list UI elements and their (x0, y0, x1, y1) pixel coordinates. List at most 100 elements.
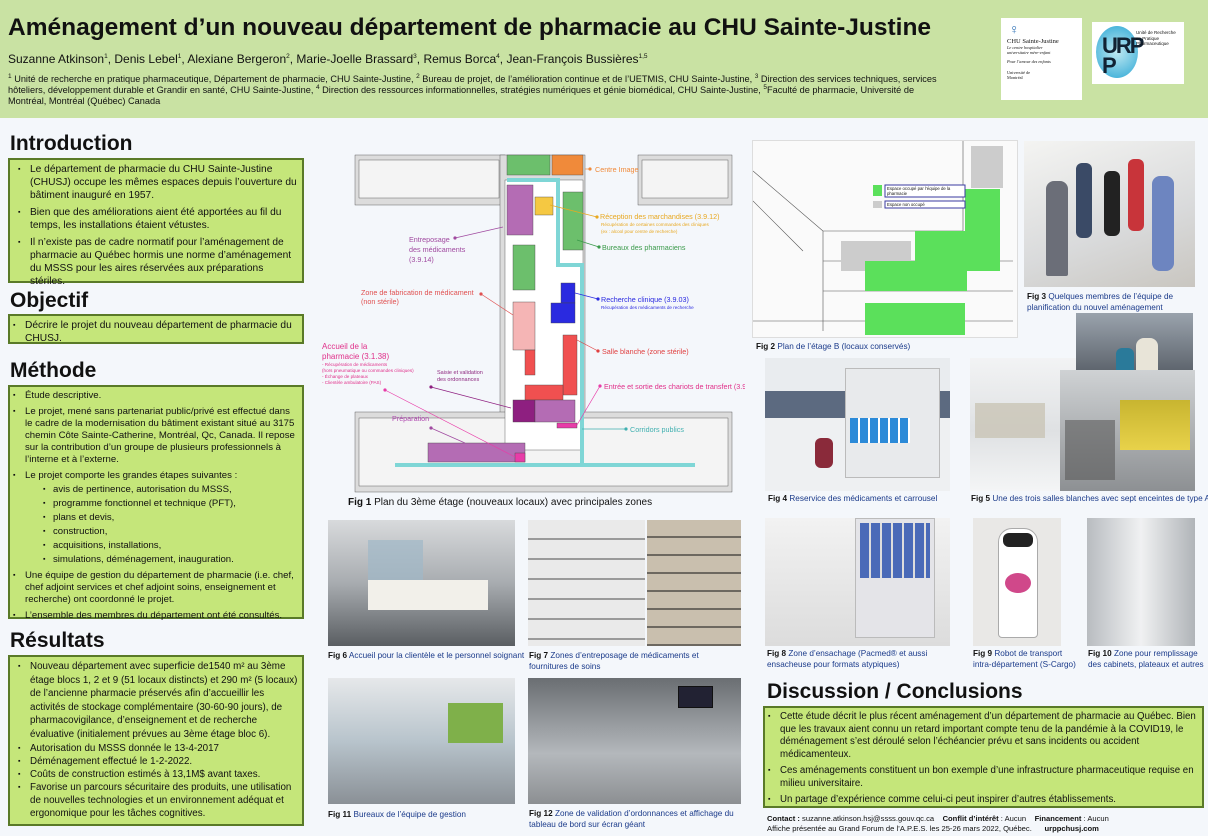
plan-leader-line (574, 292, 599, 300)
plan-label: Préparation (392, 414, 430, 423)
figure-number: Fig 9 (973, 649, 993, 658)
figure-number: Fig 8 (767, 649, 787, 658)
plan-leader-dot (597, 245, 601, 249)
floor-plan-svg (354, 154, 733, 493)
logo-text: Le centre hospitalier (1007, 45, 1043, 50)
section-heading: Introduction (10, 132, 133, 155)
footer-label: Financement (1034, 814, 1082, 823)
step: acquisitions, installations, (25, 540, 298, 552)
caption-text: Zone d’ensachage (Pacmed® et aussi ensac… (767, 649, 928, 669)
footer-value: : Aucun (1081, 814, 1109, 823)
section-heading: Objectif (10, 289, 89, 312)
bullet: Déménagement effectué le 1-2-2022. (18, 755, 298, 768)
author-list: Suzanne Atkinson1, Denis Lebel1, Alexian… (8, 52, 648, 66)
step: simulations, déménagement, inauguration. (25, 554, 298, 566)
plan-label-line: (non stérile) (361, 297, 399, 306)
plan-rooms (641, 159, 729, 199)
affil-sup: 3 (754, 72, 759, 80)
affil-sup: 4 (315, 83, 320, 91)
introduction-box: Le département de pharmacie du CHU Saint… (8, 158, 304, 287)
plan-leader-dot (595, 215, 599, 219)
plan-leader-line (480, 293, 514, 316)
footer-label: Contact : (767, 814, 800, 823)
author-sup: 4 (496, 53, 500, 60)
zone-chariots (556, 422, 578, 429)
zone-saisie (512, 399, 536, 423)
zone-red (524, 349, 536, 376)
author-sup: 2 (286, 53, 290, 60)
figure-number: Fig 6 (328, 651, 348, 660)
author: Marie-Joelle Brassard (296, 52, 414, 66)
plan-leader-line (430, 386, 512, 409)
affiliation: Direction des services techniques, servi… (8, 74, 937, 95)
logo-text: Université de Montréal (1007, 70, 1031, 80)
zone-preparation (427, 442, 526, 463)
plan-label: Réception des marchandises (3.9.12) (600, 212, 720, 221)
plan-label: Bureaux des pharmaciens (602, 243, 686, 252)
bullet: Le département de pharmacie du CHU Saint… (18, 163, 298, 202)
affil-sup: 1 (8, 72, 12, 80)
floor-plan-b-svg (752, 141, 1013, 335)
figure-caption: Fig 12 Zone de validation d’ordonnances … (529, 808, 739, 830)
plan-leader-dot (596, 297, 600, 301)
caption-text: Une des trois salles blanches avec sept … (990, 494, 1208, 503)
logo-text: Pour l’amour des enfants (1007, 59, 1051, 64)
author-sup: 1,5 (638, 53, 648, 60)
plan-label: Corridors publics (630, 425, 684, 434)
bullet: Autorisation du MSSS donnée le 13-4-2017 (18, 742, 298, 755)
bullet: Le projet, mené sans partenariat public/… (13, 406, 298, 466)
author-sup: 3 (413, 53, 417, 60)
bullet: Nouveau département avec superficie de15… (18, 660, 298, 741)
plan-label-line: (hors pneumatique ou commandes cliniques… (322, 368, 414, 373)
figure-number: Fig 7 (529, 651, 549, 660)
affiliation: Faculté de pharmacie, Université de Mont… (8, 85, 915, 106)
author-sup: 1 (104, 53, 108, 60)
bullet: L’ensemble des membres du département on… (13, 610, 298, 622)
logo-text: URPP (1102, 33, 1144, 78)
figure-number: Fig 2 (756, 342, 776, 351)
figure-number: Fig 12 (529, 809, 553, 818)
plan-leader-dot (479, 292, 483, 296)
caption-text: Zone pour remplissage des cabinets, plat… (1088, 649, 1204, 669)
affil-sup: 2 (416, 72, 420, 80)
caption-text: Accueil pour la clientèle et le personne… (347, 651, 525, 660)
step: avis de pertinence, autorisation du MSSS… (25, 484, 298, 496)
logo-text: CHU Sainte-Justine (1007, 38, 1059, 45)
affiliation: Unité de recherche en pratique pharmaceu… (14, 74, 417, 84)
plan-label: Récupération de certaines commandes des … (601, 222, 709, 227)
author: Jean-François Bussières (506, 52, 639, 66)
zone-entreposage (506, 184, 534, 236)
figure-number: Fig 3 (1027, 292, 1047, 301)
chu-figure-icon: ♀ (1009, 23, 1020, 38)
figure-number: Fig 1 (348, 497, 372, 508)
website-link[interactable]: urppchusj.com (1044, 823, 1099, 833)
plan-label: (ex : alcool pour centre de recherche) (601, 229, 678, 234)
plan-leader-dot (429, 385, 433, 389)
photo-accueil (328, 520, 515, 646)
plan-leader-dot (596, 349, 600, 353)
bullet-text: Le projet comporte les grandes étapes su… (25, 470, 238, 481)
author: Remus Borca (423, 52, 497, 66)
plan-label-line: des ordonnances (437, 377, 480, 383)
plan-leader-dot (453, 236, 457, 240)
affiliations: 1 Unité de recherche en pratique pharmac… (8, 72, 938, 107)
bullet: Cette étude décrit le plus récent aménag… (768, 711, 1198, 761)
corridor-path (395, 178, 695, 467)
author: Denis Lebel (114, 52, 178, 66)
figure-caption: Fig 3 Quelques membres de l’équipe de pl… (1027, 291, 1197, 313)
objectif-box: Décrire le projet du nouveau département… (8, 314, 304, 344)
caption-text: Plan de l’étage B (locaux conservés) (775, 342, 911, 351)
plan-label-line: - Clientèle ambulatoire (PAS) (322, 380, 382, 385)
affiliation: Direction des ressources informationnell… (322, 85, 764, 95)
photo-carrousel (765, 358, 950, 491)
zone-bureaux (562, 191, 584, 251)
urpp-blob-icon (1096, 26, 1138, 78)
figure-caption: Fig 8 Zone d’ensachage (Pacmed® et aussi… (767, 648, 947, 670)
footer: Contact : suzanne.atkinson.hsj@ssss.gouv… (767, 814, 1109, 833)
caption-text: Bureaux de l’équipe de gestion (351, 810, 466, 819)
caption-text: Reservice des médicaments et carrousel (787, 494, 938, 503)
zone-accueil (514, 452, 526, 463)
plan-label-line: des médicaments (409, 245, 466, 254)
plan-label: Accueil de la pharmacie (3.1.38) - Récup… (322, 342, 414, 386)
